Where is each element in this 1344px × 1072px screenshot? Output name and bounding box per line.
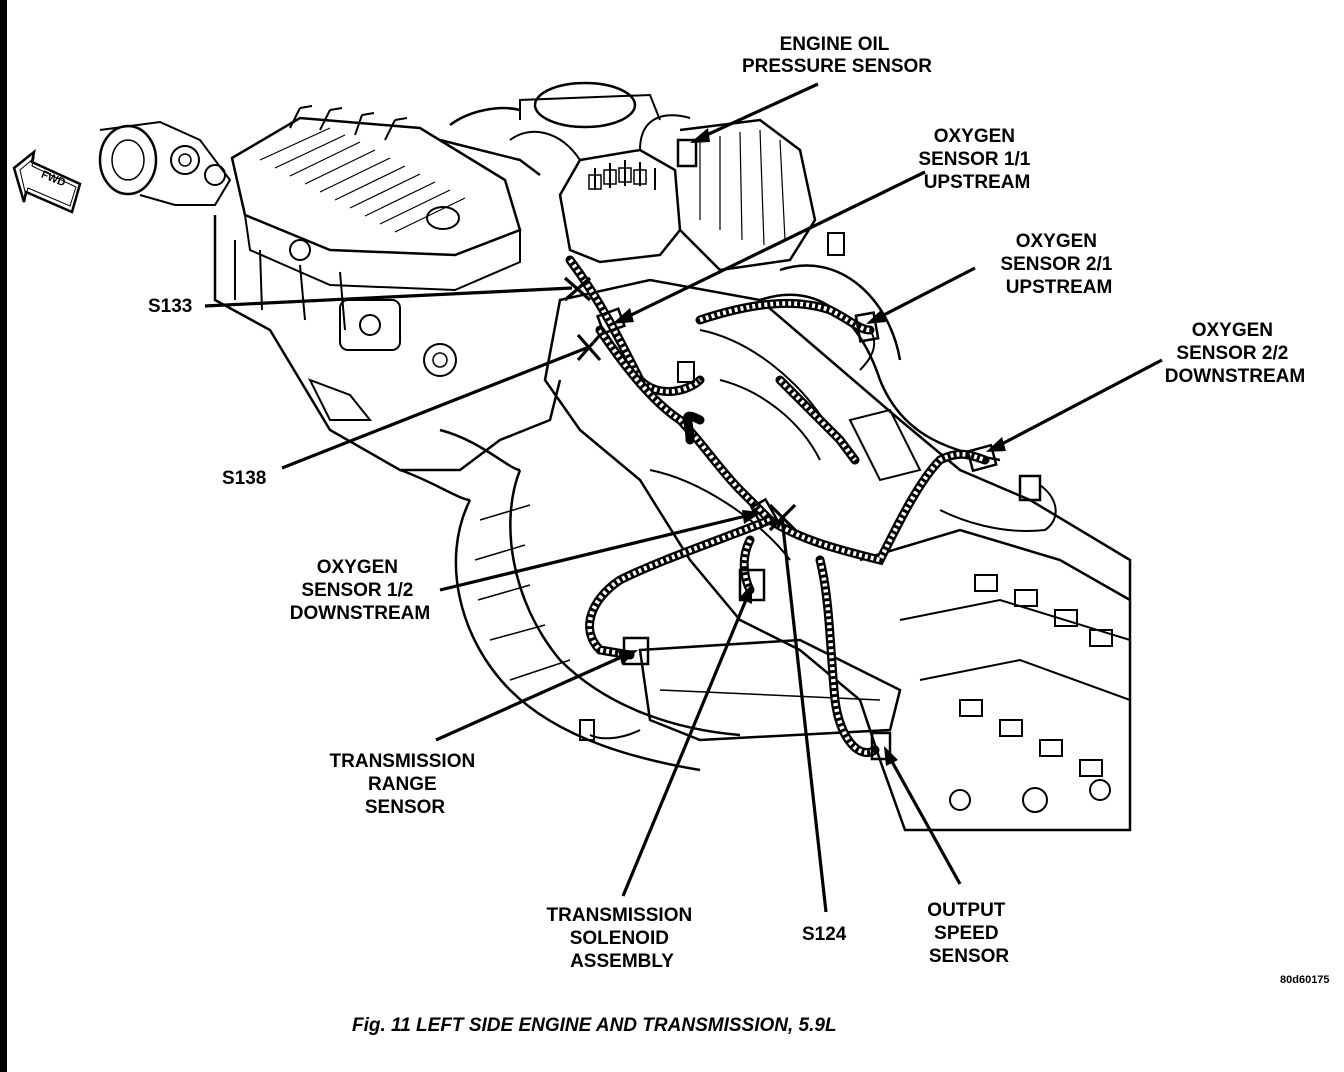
leader-lines [204, 82, 1163, 913]
page-edge-bar [0, 0, 7, 1072]
figure-caption: Fig. 11 LEFT SIDE ENGINE AND TRANSMISSIO… [352, 1015, 837, 1036]
oil-pressure-connector [676, 138, 698, 168]
leader-s124 [780, 517, 828, 913]
leader-engine-oil [699, 82, 819, 140]
leader-o2-1-1 [624, 170, 926, 320]
leader-s138 [281, 345, 590, 470]
label-engine-oil-pressure-sensor: ENGINE OIL PRESSURE SENSOR [742, 34, 932, 77]
label-transmission-range-sensor: TRANSMISSION RANGE SENSOR [330, 751, 481, 818]
o2-sensor-2-2-connector-b [1018, 474, 1042, 502]
leader-o2-2-2 [997, 358, 1163, 448]
o2-sensor-2-1-connector [854, 311, 880, 343]
leader-output-speed [888, 757, 962, 885]
connectors [579, 138, 1042, 761]
label-transmission-solenoid-assembly: TRANSMISSION SOLENOID ASSEMBLY [547, 905, 698, 972]
leader-o2-2-1 [877, 266, 976, 320]
label-output-speed-sensor: OUTPUT SPEED SENSOR [927, 900, 1010, 967]
wiring-harness [565, 255, 1057, 757]
leader-solenoid [621, 594, 750, 897]
leader-s133 [204, 286, 573, 308]
label-oxygen-sensor-2-1: OXYGEN SENSOR 2/1 UPSTREAM [1000, 231, 1117, 298]
fwd-arrow-icon: FWD [12, 148, 82, 214]
label-oxygen-sensor-2-2: OXYGEN SENSOR 2/2 DOWNSTREAM [1165, 320, 1305, 387]
label-s124: S124 [802, 924, 847, 945]
label-oxygen-sensor-1-2: OXYGEN SENSOR 1/2 DOWNSTREAM [290, 557, 430, 624]
engine-illustration [98, 81, 1132, 832]
leader-o2-1-2 [439, 513, 751, 592]
label-s138: S138 [222, 468, 266, 489]
splice-markers [563, 276, 797, 532]
output-speed-connector [870, 731, 892, 761]
label-oxygen-sensor-1-1: OXYGEN SENSOR 1/1 UPSTREAM [918, 126, 1035, 193]
o2-sensor-1-2-connector [749, 497, 779, 529]
transfer-case-flange-bolts [959, 574, 1113, 777]
o2-sensor-2-2-connector-a [966, 443, 998, 473]
figure-code: 80d60175 [1280, 974, 1330, 986]
leader-range-sensor [435, 653, 627, 742]
label-s133: S133 [148, 296, 192, 317]
